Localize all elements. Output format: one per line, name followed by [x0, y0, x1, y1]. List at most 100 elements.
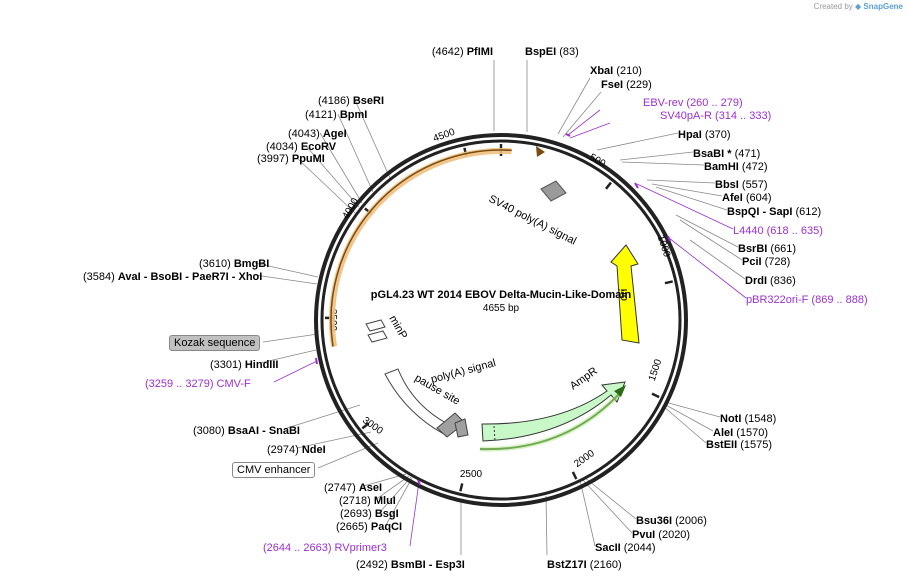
- leader-enzyme-31: [305, 145, 360, 208]
- ori-arrow: [610, 244, 640, 344]
- site-labels: (4642) PfIMI BspEI (83) XbaI (210) FseI (22…: [83, 46, 868, 571]
- leader-enzyme-9: [655, 186, 728, 211]
- leader-enzyme-29: [254, 262, 319, 278]
- tick-mark-1500: [651, 392, 660, 399]
- enzyme-label[interactable]: BspEI (83): [525, 46, 579, 58]
- enzyme-label[interactable]: SacII (2044): [595, 542, 656, 554]
- tick-label-1500: 1500: [647, 358, 664, 383]
- enzyme-label[interactable]: (4034) EcoRV: [266, 141, 337, 153]
- enzyme-label[interactable]: (2693) BsgI: [340, 508, 399, 520]
- ori-label: ori: [618, 289, 630, 301]
- enzyme-label[interactable]: HpaI (370): [678, 129, 731, 141]
- enzyme-label[interactable]: (4043) AgeI: [288, 128, 347, 140]
- plasmid-name: pGL4.23 WT 2014 EBOV Delta-Mucin-Like-Do…: [371, 289, 632, 301]
- snapgene-logo-icon: ◆: [855, 2, 862, 11]
- enzyme-label[interactable]: (2492) BsmBI - Esp3I: [356, 559, 465, 571]
- enzyme-label[interactable]: AfeI (604): [722, 192, 772, 204]
- kozak-sequence-box[interactable]: Kozak sequence: [169, 335, 261, 351]
- primer-label[interactable]: L4440 (618 .. 635): [733, 225, 823, 237]
- ampr-promoter-mark: [493, 425, 496, 442]
- leader-enzyme-17: [581, 478, 633, 534]
- enzyme-label[interactable]: BsaBI * (471): [693, 148, 760, 160]
- credit-brand: SnapGene: [863, 2, 903, 11]
- enzyme-label[interactable]: (2974) NdeI: [267, 444, 326, 456]
- enzyme-label[interactable]: BsrBI (661): [738, 243, 796, 255]
- tick-label-2000: 2000: [572, 448, 597, 470]
- cmv-enhancer-box[interactable]: CMV enhancer: [232, 462, 316, 478]
- leader-enzyme-7: [646, 179, 716, 184]
- leader-enzyme-15: [662, 405, 707, 444]
- leader-enzyme-8: [651, 183, 723, 197]
- minp-arrow-1: [365, 319, 386, 332]
- enzyme-label[interactable]: (4121) BpmI: [305, 109, 367, 121]
- enzyme-label[interactable]: FseI (229): [601, 79, 652, 91]
- enzyme-label[interactable]: Bsu36I (2006): [636, 515, 707, 527]
- polya-grey-box-2: [454, 418, 469, 438]
- enzyme-label[interactable]: (2747) AseI: [324, 482, 382, 494]
- polya-label: poly(A) signal: [430, 357, 497, 386]
- enzyme-label[interactable]: (3080) BsaAI - SnaBI: [193, 425, 300, 437]
- tick-mark-500: [604, 181, 612, 190]
- primer-label[interactable]: EBV-rev (260 .. 279): [643, 97, 743, 109]
- minp-arrow-2: [367, 330, 388, 343]
- primer-label[interactable]: SV40pA-R (314 .. 333): [660, 110, 771, 122]
- enzyme-label[interactable]: BstZ17I (2160): [547, 559, 622, 571]
- enzyme-label[interactable]: (3301) HindIII: [210, 359, 278, 371]
- enzyme-label[interactable]: BstEII (1575): [706, 439, 772, 451]
- ampr-label: AmpR: [568, 365, 600, 392]
- enzyme-label[interactable]: (4642) PfIMI: [432, 46, 493, 58]
- leader-primer-1: [569, 122, 611, 139]
- leader-enzyme-23: [374, 475, 410, 501]
- enzyme-label[interactable]: XbaI (210): [590, 65, 642, 77]
- enzyme-label[interactable]: (2665) PaqCI: [336, 521, 402, 533]
- tick-mark-2000: [571, 471, 578, 480]
- leader-enzyme-22: [379, 476, 412, 513]
- enzyme-label[interactable]: (4186) BseRI: [318, 95, 384, 107]
- leader-enzyme-10: [675, 214, 739, 248]
- leader-primer-2: [636, 183, 734, 230]
- primer-label[interactable]: (2644 .. 2663) RVprimer3: [263, 542, 387, 554]
- leader-enzyme-33: [337, 113, 374, 193]
- enzyme-label[interactable]: PciI (728): [742, 256, 790, 268]
- enzyme-label[interactable]: (3610) BmgBI: [199, 258, 269, 270]
- enzyme-label[interactable]: BbsI (557): [715, 179, 768, 191]
- enzyme-label[interactable]: DrdI (836): [745, 275, 796, 287]
- minp-label: minP: [386, 314, 409, 342]
- leader-enzyme-28: [254, 274, 318, 285]
- plasmid-length: 4655 bp: [483, 303, 520, 314]
- primer-mark-pbr: [667, 235, 671, 242]
- enzyme-label[interactable]: (2718) MluI: [339, 495, 396, 507]
- leader-enzyme-34: [354, 99, 391, 179]
- primer-mark-cmv: [315, 357, 318, 365]
- enzyme-label[interactable]: BamHI (472): [704, 161, 768, 173]
- tick-mark-2500: [459, 483, 464, 492]
- enzyme-label[interactable]: (3584) AvaI - BsoBI - PaeR7I - XhoI: [83, 271, 262, 283]
- enzyme-label[interactable]: AleI (1570): [713, 427, 768, 439]
- orange-feature-arc: [329, 148, 512, 347]
- leader-enzyme-32: [319, 132, 363, 204]
- enzyme-label[interactable]: BspQI - SapI (612): [727, 206, 821, 218]
- enzyme-label[interactable]: (3997) PpuMI: [257, 153, 325, 165]
- leader-enzyme-6: [621, 161, 705, 166]
- leader-enzyme-21: [385, 477, 413, 526]
- leader-enzyme-4: [596, 132, 679, 151]
- primer-label[interactable]: (3259 .. 3279) CMV-F: [145, 378, 251, 390]
- enzyme-label[interactable]: NotI (1548): [720, 413, 776, 425]
- leader-kozak: [262, 333, 319, 343]
- tick-label-2500: 2500: [460, 469, 483, 480]
- tick-mark-1000: [664, 280, 673, 285]
- orange-feature-line: [330, 149, 512, 347]
- primer-mark-rv3: [417, 479, 421, 486]
- leader-enzyme-16: [583, 476, 637, 520]
- leader-primer-3: [668, 237, 747, 299]
- primer-mark-l4440: [634, 182, 639, 189]
- leader-lines: [254, 60, 747, 556]
- primer-label[interactable]: pBR322ori-F (869 .. 888): [746, 294, 868, 306]
- leader-primer-0: [567, 109, 601, 136]
- leader-primer-4: [273, 360, 318, 383]
- enzyme-label[interactable]: PvuI (2020): [632, 529, 690, 541]
- tick-mark-3000: [361, 422, 370, 430]
- leader-enzyme-2: [557, 77, 591, 135]
- leader-enzyme-19: [545, 495, 548, 556]
